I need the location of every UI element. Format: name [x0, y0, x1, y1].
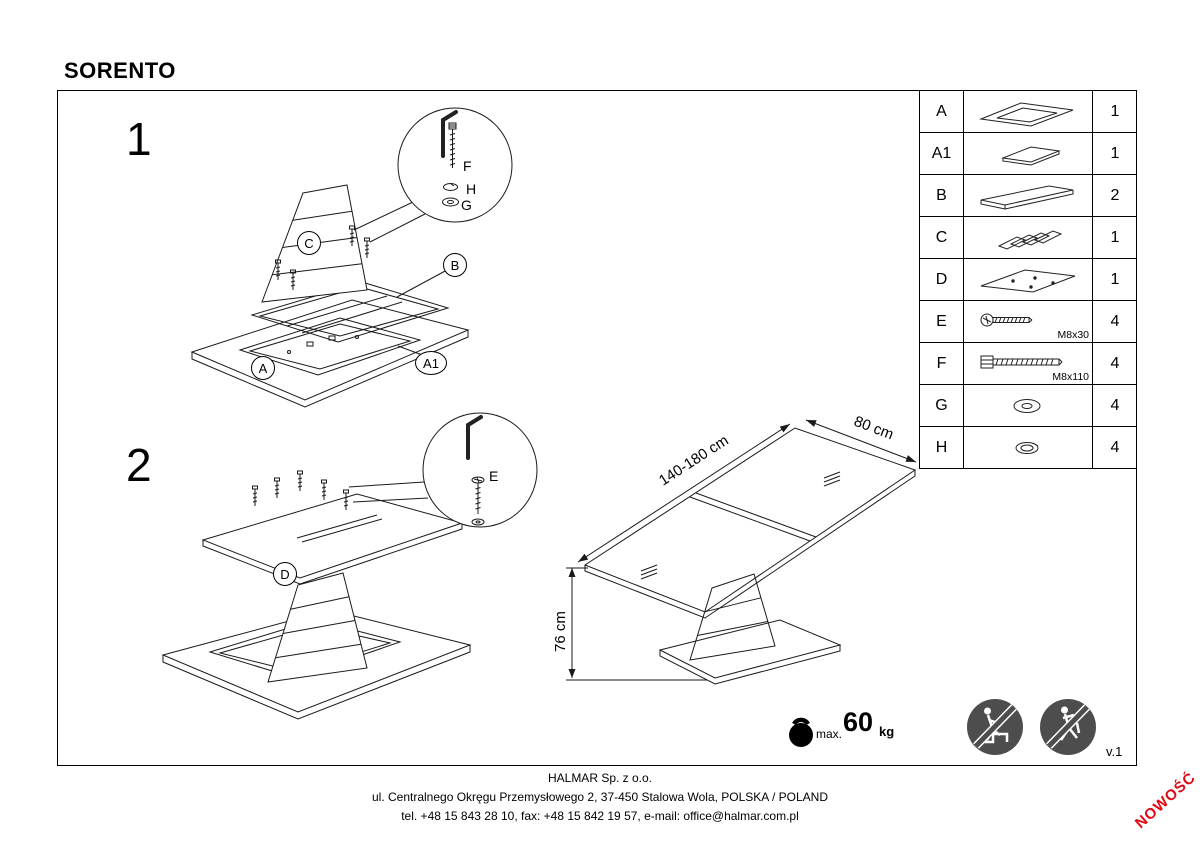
part-qty: 1	[1110, 102, 1120, 120]
part-id: D	[920, 259, 964, 300]
footer-company: HALMAR Sp. z o.o.	[547, 771, 653, 785]
part-a1-icon	[964, 133, 1093, 174]
part-h-icon	[964, 427, 1093, 468]
table-row: F M8x110 4	[920, 343, 1137, 385]
table-row: B 2	[920, 175, 1137, 217]
step1-callout	[353, 107, 513, 243]
max-weight-value: 60	[843, 707, 874, 737]
label-part-d: D	[273, 562, 297, 586]
part-b-icon	[964, 175, 1093, 216]
dimensions-diagram: 140-180 cm 80 cm 76 cm	[552, 413, 917, 685]
no-running-icon	[1040, 699, 1096, 755]
part-qty: 4	[1110, 396, 1120, 414]
part-a-icon	[964, 91, 1093, 132]
part-id: H	[920, 427, 964, 468]
max-weight-unit: kg	[879, 724, 895, 739]
label-bolt-e: E	[489, 468, 499, 484]
footer-contact: tel. +48 15 843 28 10, fax: +48 15 842 1…	[401, 809, 799, 823]
max-weight-prefix: max.	[816, 727, 843, 741]
part-qty: 4	[1110, 354, 1120, 372]
content-border	[57, 90, 1137, 766]
part-id: E	[920, 301, 964, 342]
part-qty: 4	[1110, 312, 1120, 330]
part-id: F	[920, 343, 964, 384]
no-climbing-icon	[967, 699, 1023, 755]
allen-key-icon	[466, 415, 483, 460]
footer-address: ul. Centralnego Okręgu Przemysłowego 2, …	[371, 790, 828, 804]
label-part-a1: A1	[415, 351, 447, 375]
part-qty: 2	[1110, 186, 1120, 204]
version-label: v.1	[1106, 744, 1123, 759]
part-c-icon	[964, 217, 1093, 258]
bolt-f-icon	[448, 122, 457, 168]
part-id: C	[920, 217, 964, 258]
table-row: E M8x30 4	[920, 301, 1137, 343]
footer: HALMAR Sp. z o.o. ul. Centralnego Okręgu…	[0, 769, 1200, 826]
part-spec: M8x30	[1057, 329, 1089, 341]
part-qty: 1	[1110, 228, 1120, 246]
step2-number: 2	[126, 439, 152, 491]
part-d-icon	[964, 259, 1093, 300]
part-f-icon: M8x110	[964, 343, 1093, 384]
part-qty: 4	[1110, 438, 1120, 456]
table-row: D 1	[920, 259, 1137, 301]
label-washer-g: G	[461, 197, 472, 213]
part-id: B	[920, 175, 964, 216]
dimension-width-label: 80 cm	[852, 413, 896, 444]
label-washer-h: H	[466, 181, 477, 197]
part-g-icon	[964, 385, 1093, 426]
dimension-height-label: 76 cm	[552, 611, 569, 652]
table-row: A 1	[920, 91, 1137, 133]
label-part-c: C	[297, 231, 321, 255]
table-row: A1 1	[920, 133, 1137, 175]
washer-g-icon	[442, 197, 459, 207]
part-id: G	[920, 385, 964, 426]
part-qty: 1	[1110, 144, 1120, 162]
table-row: C 1	[920, 217, 1137, 259]
part-qty: 1	[1110, 270, 1120, 288]
warning-icons	[967, 699, 1096, 755]
label-bolt-f: F	[463, 158, 472, 174]
spring-washer-h-icon	[443, 183, 458, 191]
parts-table: A 1 A1 1 B 2	[919, 91, 1137, 469]
part-spec: M8x110	[1052, 371, 1089, 383]
product-title: SORENTO	[64, 58, 176, 83]
max-weight-icon	[789, 717, 813, 747]
table-row: G 4	[920, 385, 1137, 427]
step1-number: 1	[126, 113, 152, 165]
table-row: H 4	[920, 427, 1137, 469]
step2-diagram	[161, 470, 472, 720]
label-part-a: A	[251, 356, 275, 380]
part-id: A	[920, 91, 964, 132]
assembly-art: 140-180 cm 80 cm 76 cm	[161, 107, 1096, 755]
allen-key-icon	[441, 110, 458, 158]
bolt-e-icon	[471, 476, 485, 526]
part-e-icon: M8x30	[964, 301, 1093, 342]
step2-callout	[348, 412, 538, 528]
label-part-b: B	[443, 253, 467, 277]
part-id: A1	[920, 133, 964, 174]
